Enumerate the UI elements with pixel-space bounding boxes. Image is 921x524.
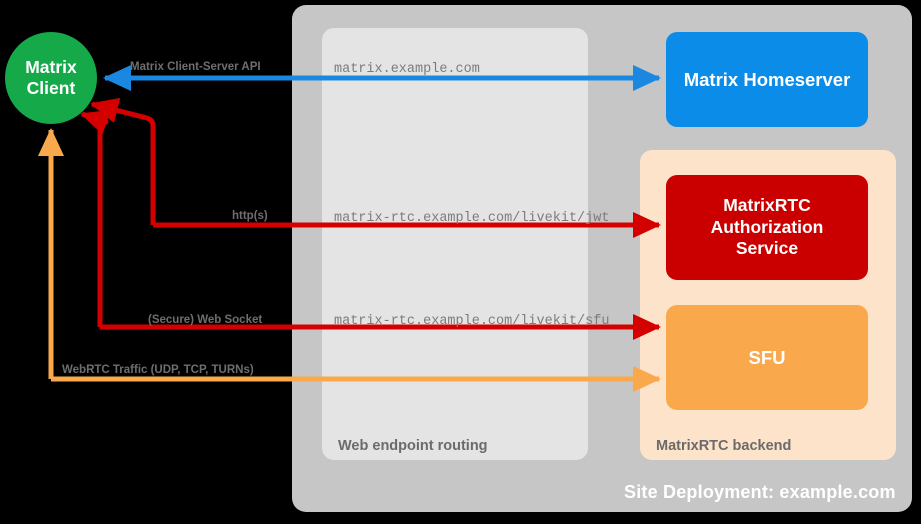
- url-livekit-sfu: matrix-rtc.example.com/livekit/sfu: [334, 314, 610, 329]
- site-deployment-label: Site Deployment: example.com: [624, 482, 896, 502]
- matrix-homeserver-label: Matrix Homeserver: [683, 68, 851, 90]
- protocol-label-websocket: (Secure) Web Socket: [148, 314, 263, 326]
- connection-http-jwt-return: [90, 97, 156, 225]
- matrixrtc-backend-label: MatrixRTC backend: [656, 438, 792, 454]
- connection-websocket-return: [80, 109, 111, 327]
- node-matrixrtc-authorization-service[interactable]: MatrixRTC Authorization Service: [666, 175, 868, 280]
- node-matrix-homeserver[interactable]: Matrix Homeserver: [666, 32, 868, 127]
- protocol-label-client-server-api: Matrix Client-Server API: [130, 61, 261, 73]
- matrixrtc-auth-label: MatrixRTC Authorization Service: [710, 194, 824, 259]
- url-matrix-example-com: matrix.example.com: [334, 62, 480, 77]
- protocol-label-webrtc: WebRTC Traffic (UDP, TCP, TURNs): [62, 364, 254, 376]
- url-livekit-jwt: matrix-rtc.example.com/livekit/jwt: [334, 211, 610, 226]
- protocol-label-http: http(s): [232, 210, 268, 222]
- sfu-label: SFU: [748, 346, 786, 368]
- web-endpoint-routing-container: [322, 28, 588, 460]
- web-endpoint-routing-label: Web endpoint routing: [338, 438, 488, 454]
- matrix-client-label: Matrix Client: [25, 57, 77, 98]
- node-matrix-client[interactable]: Matrix Client: [5, 32, 97, 124]
- node-sfu[interactable]: SFU: [666, 305, 868, 410]
